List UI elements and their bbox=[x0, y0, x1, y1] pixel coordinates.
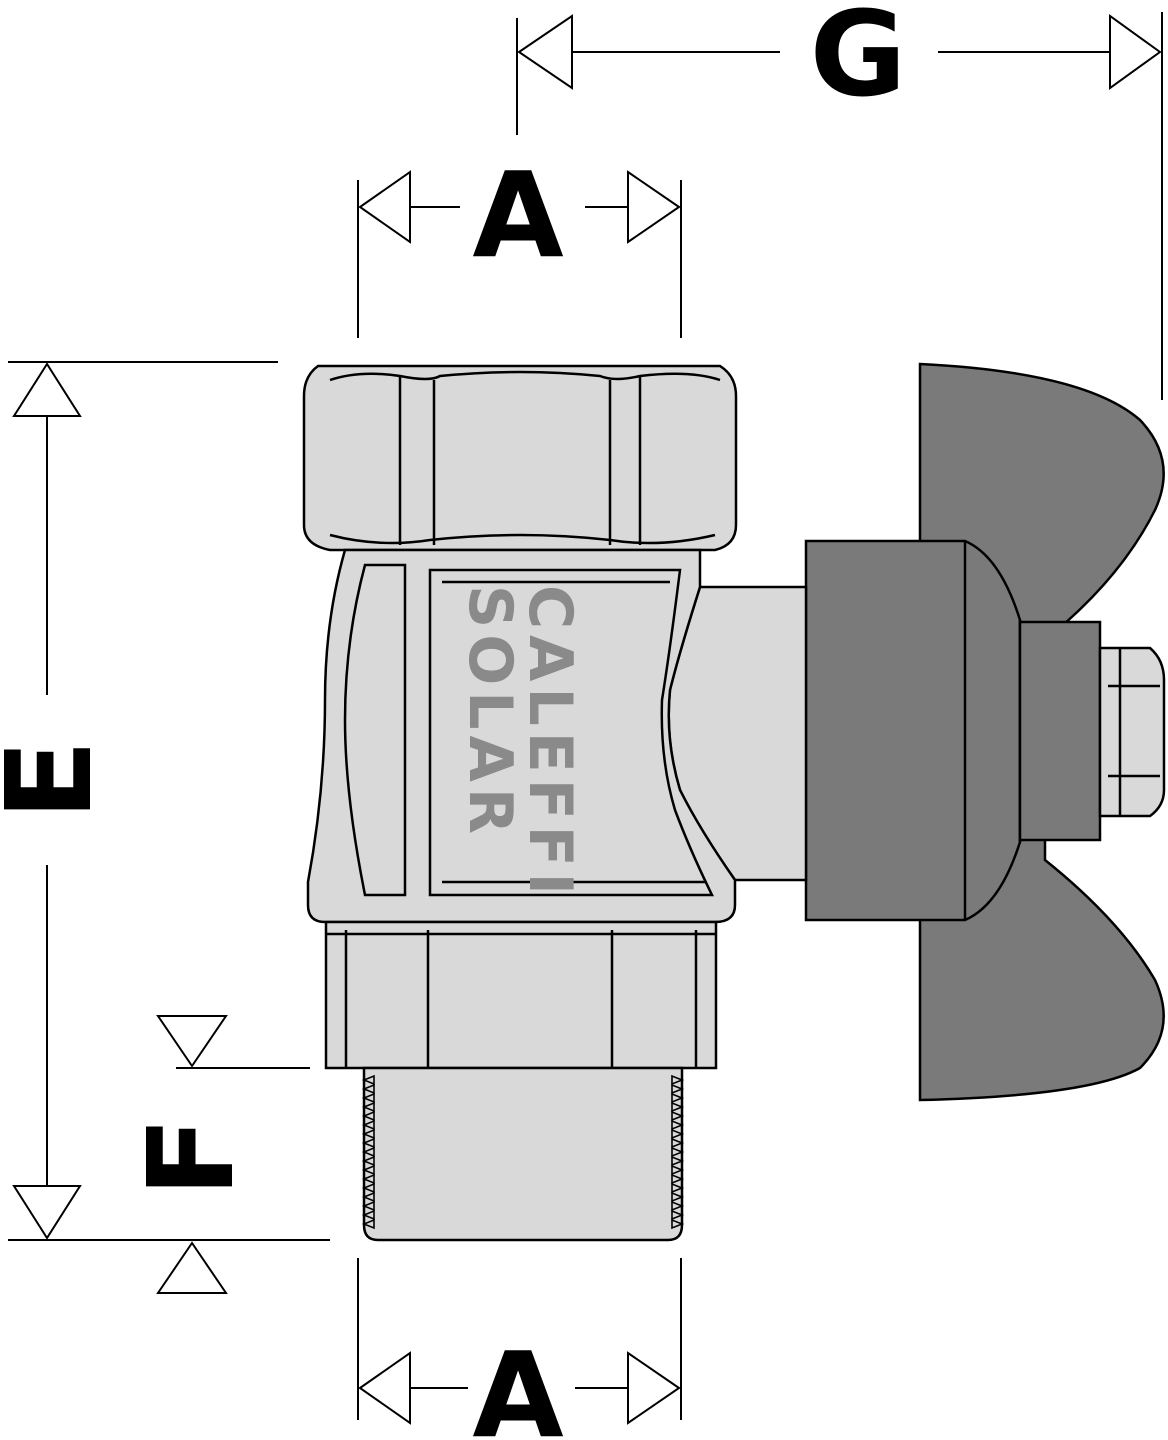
thread-ridge-right bbox=[671, 1110, 685, 1122]
thread-ridges bbox=[361, 1074, 685, 1230]
thread-ridge-right bbox=[671, 1101, 685, 1113]
thread-ridge-right bbox=[671, 1218, 685, 1230]
dim-a-bottom-arrow-left bbox=[358, 1351, 411, 1425]
dim-e-arrow-top bbox=[12, 362, 82, 417]
thread-ridge-left bbox=[361, 1074, 375, 1086]
thread-ridge-right bbox=[671, 1119, 685, 1131]
hex-nut bbox=[1098, 646, 1166, 818]
dim-a-top-arrow-right bbox=[627, 170, 681, 244]
bottom-hex-nut bbox=[324, 920, 718, 1070]
central-body bbox=[306, 548, 737, 924]
thread-ridge-right bbox=[671, 1092, 685, 1104]
thread-ridge-right bbox=[671, 1155, 685, 1167]
dimension-g bbox=[516, 12, 1163, 400]
dim-f-arrow-top bbox=[156, 1015, 228, 1068]
dim-a-bottom-arrow-right bbox=[627, 1351, 681, 1425]
thread-ridge-left bbox=[361, 1209, 375, 1221]
logo-line-1: CALEFFI bbox=[515, 585, 585, 901]
top-hex-nut-chamfer bbox=[329, 370, 721, 382]
dim-e-arrow-bottom bbox=[12, 1185, 82, 1240]
dimension-e bbox=[8, 361, 330, 1241]
top-hex-nut bbox=[302, 364, 738, 552]
dim-label-e: E bbox=[0, 740, 118, 821]
dim-g-arrow-right bbox=[1109, 14, 1162, 90]
thread-ridge-right bbox=[671, 1200, 685, 1212]
thread-ridge-left bbox=[361, 1101, 375, 1113]
hex-nut-body bbox=[1098, 646, 1166, 818]
hub-collar bbox=[1018, 620, 1102, 842]
butterfly-handle bbox=[804, 362, 1165, 1102]
thread-ridge-left bbox=[361, 1173, 375, 1185]
thread-ridge-left bbox=[361, 1092, 375, 1104]
threaded-end bbox=[361, 1066, 685, 1242]
top-hex-bottom-edge bbox=[329, 533, 716, 545]
thread-ridge-left bbox=[361, 1146, 375, 1158]
thread-ridge-left bbox=[361, 1128, 375, 1140]
thread-ridge-right bbox=[671, 1173, 685, 1185]
thread-ridge-right bbox=[671, 1128, 685, 1140]
thread-body bbox=[362, 1066, 684, 1242]
thread-ridge-right bbox=[671, 1074, 685, 1086]
dimension-a-bottom bbox=[357, 1258, 682, 1425]
handle-hub bbox=[804, 539, 1022, 922]
thread-ridge-right bbox=[671, 1209, 685, 1221]
thread-ridge-left bbox=[361, 1182, 375, 1194]
dim-g-arrow-left bbox=[517, 14, 573, 90]
thread-ridge-left bbox=[361, 1200, 375, 1212]
thread-ridge-right bbox=[671, 1146, 685, 1158]
dim-label-f: F bbox=[122, 1117, 260, 1198]
caleffi-solar-logo: CALEFFI SOLAR bbox=[455, 585, 585, 901]
dim-label-a-top: A bbox=[472, 146, 563, 284]
dimension-f bbox=[156, 1015, 310, 1294]
logo-line-2: SOLAR bbox=[455, 585, 525, 840]
body-panel-left bbox=[343, 563, 407, 897]
thread-ridge-left bbox=[361, 1218, 375, 1230]
thread-ridge-left bbox=[361, 1155, 375, 1167]
dim-label-a-bottom: A bbox=[472, 1326, 563, 1440]
thread-ridge-right bbox=[671, 1182, 685, 1194]
valve-body bbox=[302, 364, 738, 1070]
thread-ridge-left bbox=[361, 1191, 375, 1203]
thread-ridge-right bbox=[671, 1083, 685, 1095]
thread-ridge-right bbox=[671, 1191, 685, 1203]
thread-ridge-left bbox=[361, 1137, 375, 1149]
body-panel-front bbox=[428, 568, 715, 897]
thread-ridge-left bbox=[361, 1110, 375, 1122]
thread-ridge-left bbox=[361, 1119, 375, 1131]
dim-label-g: G bbox=[810, 0, 907, 123]
thread-ridge-right bbox=[671, 1164, 685, 1176]
thread-ridge-left bbox=[361, 1083, 375, 1095]
dim-f-arrow-bottom bbox=[156, 1241, 228, 1294]
dimension-a-top bbox=[357, 170, 682, 338]
thread-ridge-right bbox=[671, 1137, 685, 1149]
thread-ridge-left bbox=[361, 1164, 375, 1176]
dim-a-top-arrow-left bbox=[358, 170, 411, 244]
